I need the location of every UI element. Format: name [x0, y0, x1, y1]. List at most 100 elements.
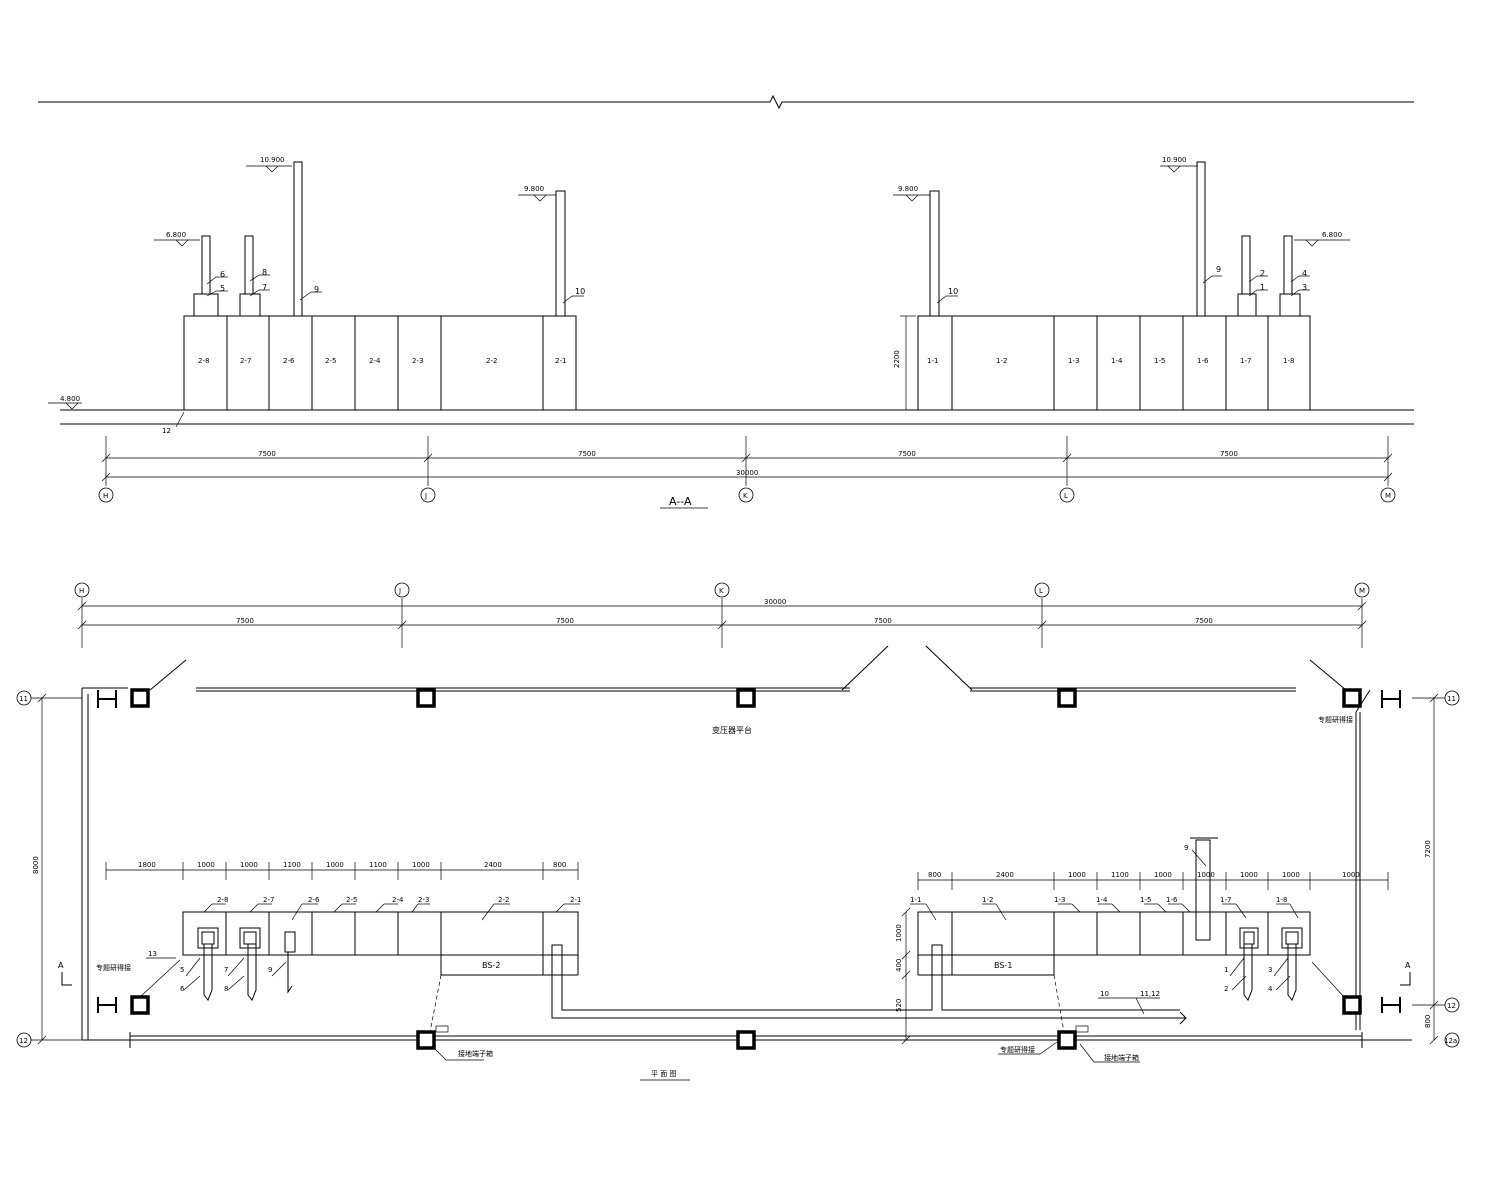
row-label: 12a: [1444, 1037, 1457, 1045]
section-cabinet-label: 1-3: [1068, 357, 1079, 365]
pipe-tag: 3: [1302, 283, 1307, 292]
section-cabinet-label: 1-2: [996, 357, 1007, 365]
platform-label: 变压器平台: [712, 725, 752, 735]
plan-grid-label: H: [79, 587, 84, 595]
right-sub-dim: 1000: [1342, 871, 1360, 879]
plan-pipe-tag-right: 2: [1224, 985, 1228, 993]
pipe-tag: 10: [575, 287, 585, 296]
plan-cabinet-label: 2-7: [263, 896, 274, 904]
grid-label: K: [743, 492, 748, 500]
plan-bay-dim: 7500: [236, 617, 254, 625]
level-text: 9.800: [898, 185, 918, 193]
row-label: 12: [1447, 1002, 1456, 1010]
section-cabinet-label: 1-8: [1283, 357, 1294, 365]
grid-label: M: [1385, 492, 1391, 500]
pipe-tag: 9: [314, 285, 319, 294]
plan-total-dim: 30000: [764, 598, 786, 606]
left-sub-dim: 1000: [412, 861, 430, 869]
right-sub-dim: 1000: [1154, 871, 1172, 879]
plan-title: 平 面 图: [651, 1070, 676, 1078]
plan-pipe-tag: 5: [180, 966, 184, 974]
note-bottom-3: 接地端子箱: [1104, 1053, 1139, 1062]
section-cabinet-label: 1-6: [1197, 357, 1209, 365]
plan-pipe-tag-right: 3: [1268, 966, 1272, 974]
section-cabinet-label: 1-5: [1154, 357, 1165, 365]
section-cabinet-label: 2-7: [240, 357, 251, 365]
left-sub-dim: 1800: [138, 861, 156, 869]
left-sub-dim: 1000: [240, 861, 258, 869]
section-cabinet-label: 2-5: [325, 357, 336, 365]
plan-bay-dim: 7500: [874, 617, 892, 625]
ground-level-text: 4.800: [60, 395, 80, 403]
total-dim-text: 30000: [736, 469, 758, 477]
note-left-1: 专题研得接: [96, 963, 131, 972]
section-mark: A: [1405, 961, 1411, 970]
level-text: 6.800: [1322, 231, 1342, 239]
note-right-1: 专题研得接: [1318, 715, 1353, 724]
ground-level-mark: 4.800: [48, 395, 82, 410]
plan-cabinet-label: 2-1: [570, 896, 581, 904]
break-line: [38, 94, 1414, 110]
plan-cabinet-label: 2-6: [308, 896, 320, 904]
ground-number: 12: [162, 427, 171, 435]
tag-9: 9: [1184, 844, 1188, 852]
plan-cabinet-label: 2-8: [217, 896, 228, 904]
left-sub-dim: 1000: [197, 861, 215, 869]
right-sub-dim: 2400: [996, 871, 1014, 879]
left-dim-text: 8000: [32, 856, 40, 874]
plan-pipe-tag: 9: [268, 966, 272, 974]
plan-bay-dim: 7500: [1195, 617, 1213, 625]
row-label: 12: [19, 1037, 28, 1045]
right-sub-dim: 1000: [1197, 871, 1215, 879]
plan-cabinet-label: 2-5: [346, 896, 357, 904]
level-text: 10.900: [1162, 156, 1187, 164]
right-cabinets-plan: [917, 911, 1311, 976]
note-bottom-1: 接地端子箱: [458, 1049, 493, 1058]
right-pipes: [929, 161, 1301, 317]
plan-grid-label: J: [398, 587, 401, 595]
pipe-tag: 5: [220, 284, 225, 293]
plan-cabinet-label: 1-1: [910, 896, 921, 904]
pipe-tag: 1: [1260, 283, 1265, 292]
left-sub-dim: 2400: [484, 861, 502, 869]
level-text: 9.800: [524, 185, 544, 193]
plan-bay-dim: 7500: [556, 617, 574, 625]
v-dim: 400: [895, 959, 903, 972]
pipe-tag: 8: [262, 268, 267, 277]
left-sub-dim: 1100: [283, 861, 301, 869]
tag-10: 10: [1100, 990, 1109, 998]
bs-left: BS-2: [482, 961, 500, 970]
section-mark: A: [58, 961, 64, 970]
pipe-tag: 2: [1260, 269, 1265, 278]
v-dim: 1000: [895, 924, 903, 942]
plan-pipe-tag: 6: [180, 985, 185, 993]
left-pipes: [193, 161, 566, 317]
bay-dim-text: 7500: [578, 450, 596, 458]
section-dimensions: [101, 436, 1393, 486]
structural-columns: [130, 688, 1362, 1050]
section-cabinet-label: 2-1: [555, 357, 566, 365]
plan-cabinet-label: 1-5: [1140, 896, 1151, 904]
left-pipe-plan: [197, 927, 296, 1001]
right-sub-dim: 1000: [1068, 871, 1086, 879]
plan-grid-label: K: [719, 587, 724, 595]
plan-grid-label: M: [1359, 587, 1365, 595]
right-dim-text: 7200: [1424, 840, 1432, 858]
pipe-tag: 4: [1302, 269, 1307, 278]
section-view: 4.800 12 2-8 2-7 2-6 2-5 2-4 2-3 2-2 2-1: [48, 156, 1414, 509]
pipe-tag: 7: [262, 283, 267, 292]
pipe-tag: 6: [220, 270, 225, 279]
plan-cabinet-label: 1-4: [1096, 896, 1108, 904]
right-dim-small: 800: [1424, 1015, 1432, 1028]
left-cabinet-group: [183, 315, 577, 411]
row-label: 11: [1447, 695, 1456, 703]
plan-cabinet-label: 2-2: [498, 896, 509, 904]
height-dim-text: 2200: [893, 350, 901, 368]
cable-trench: [551, 944, 1187, 1025]
right-sub-dim: 800: [928, 871, 941, 879]
section-cabinet-label: 2-2: [486, 357, 497, 365]
bs-right: BS-1: [994, 961, 1012, 970]
plan-cabinet-label: 2-4: [392, 896, 404, 904]
tag-1112: 11,12: [1140, 990, 1160, 998]
